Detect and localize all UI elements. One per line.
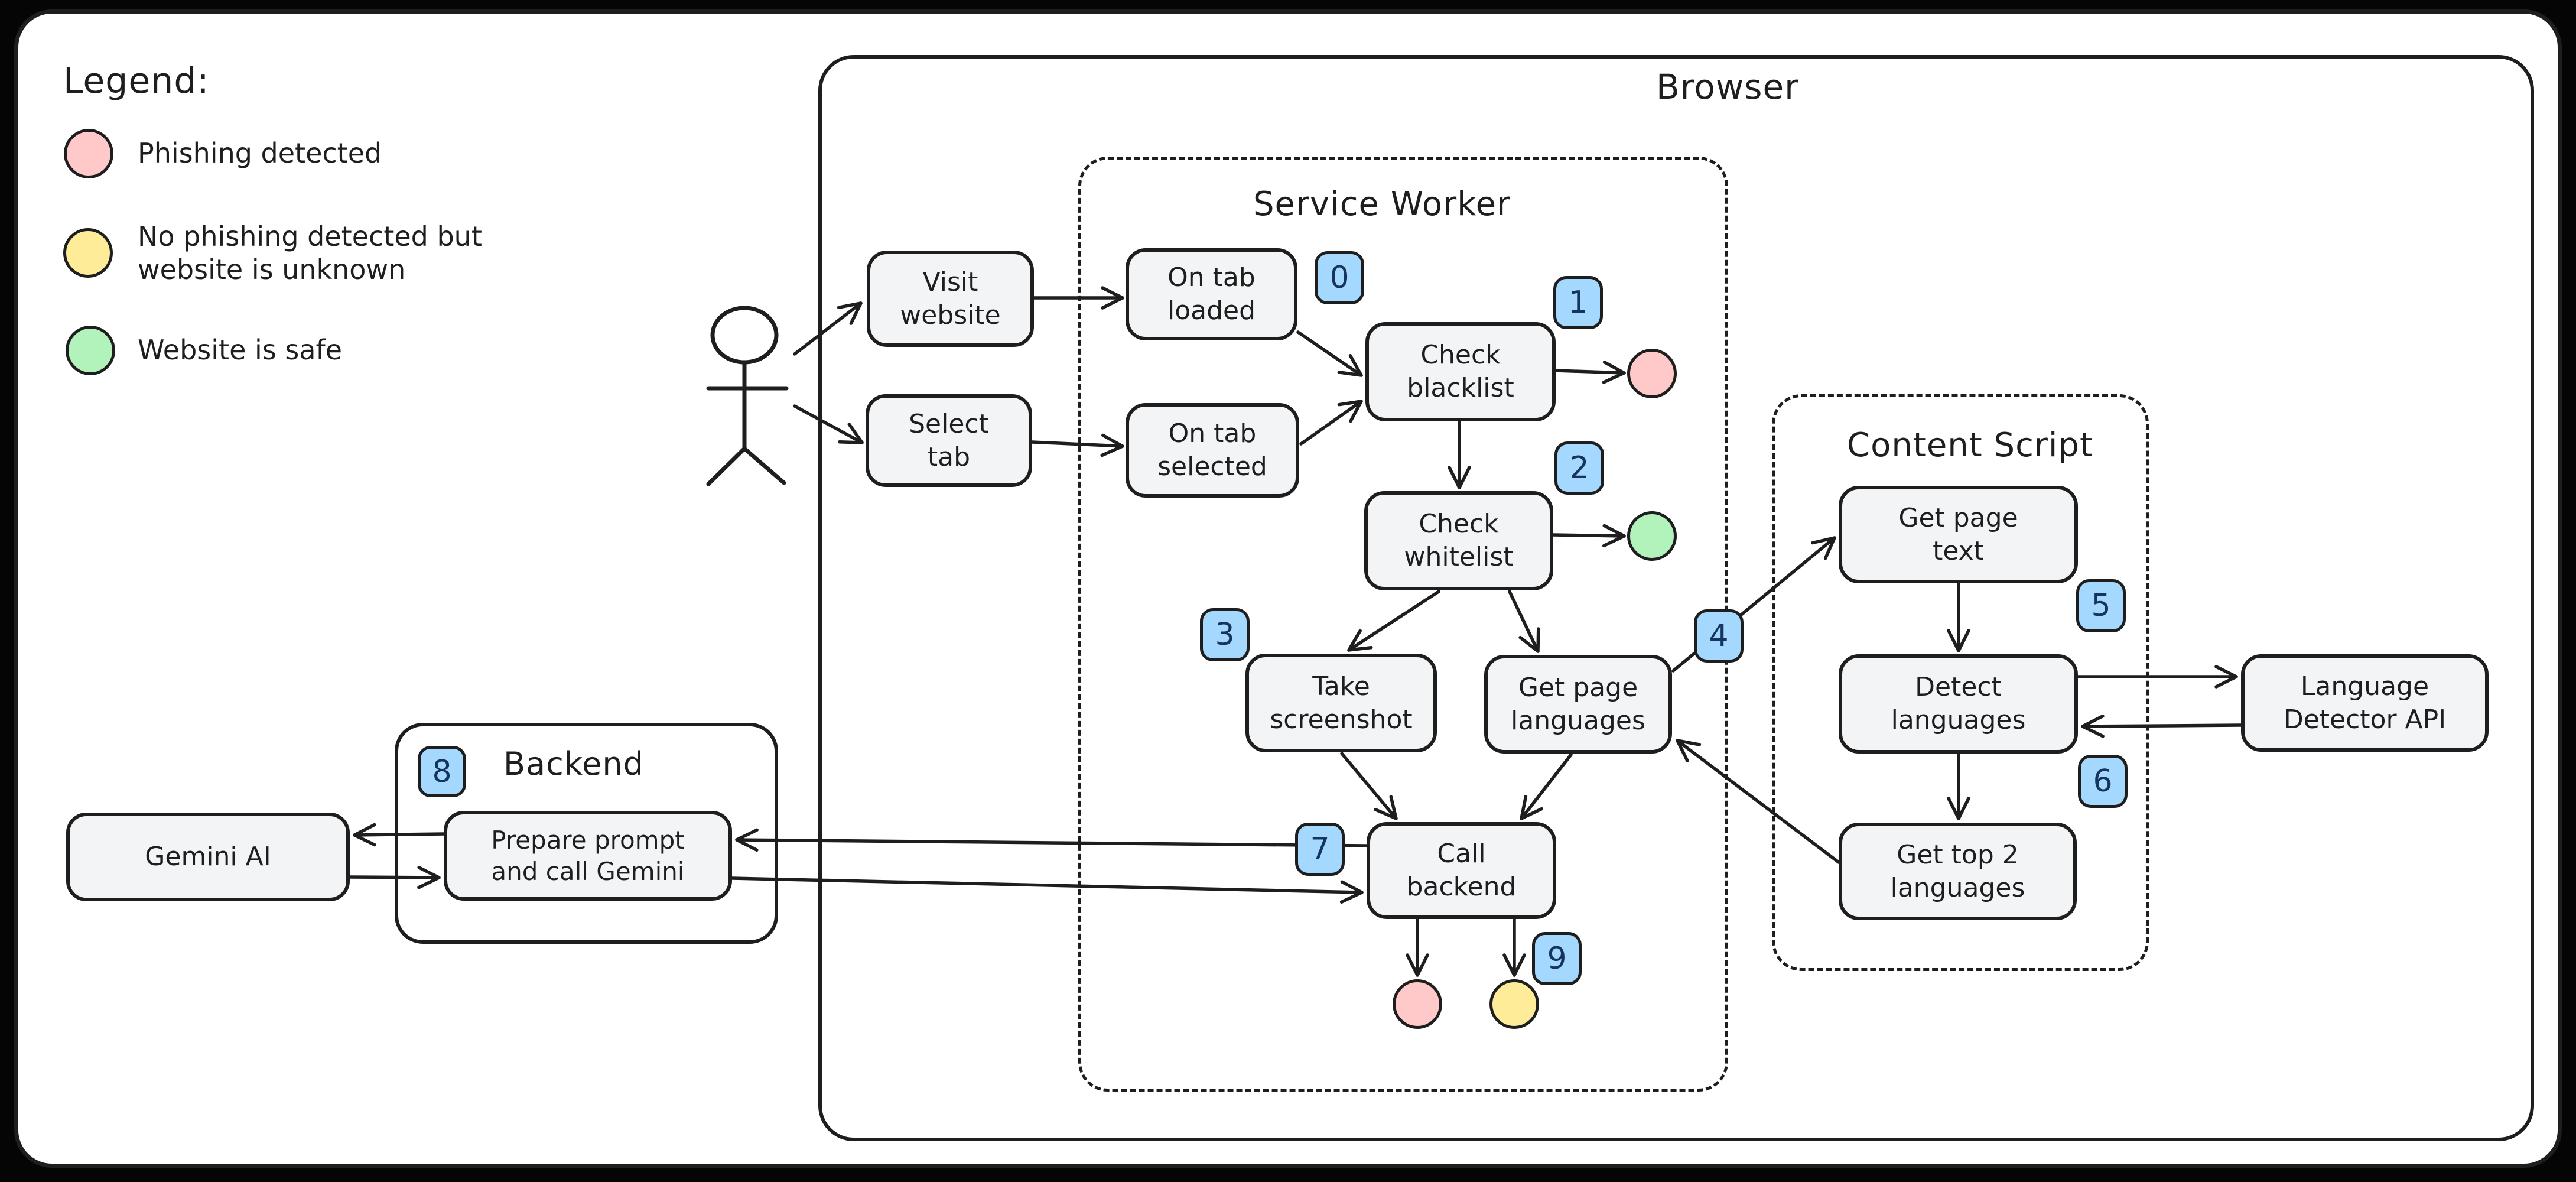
node-check-blacklist: Check blacklist — [1365, 322, 1556, 421]
status-circle-backend-phishing — [1393, 979, 1442, 1029]
step-badge-1: 1 — [1553, 276, 1603, 329]
legend-phishing-label: Phishing detected — [138, 137, 382, 169]
legend-phishing-circle — [64, 129, 113, 178]
node-get-page-languages: Get page languages — [1484, 655, 1672, 754]
container-browser-title: Browser — [1656, 67, 1800, 107]
status-circle-whitelist-safe — [1627, 511, 1677, 561]
container-content-script — [1772, 394, 2149, 971]
status-circle-blacklist-phishing — [1627, 349, 1677, 398]
node-take-screenshot: Take screenshot — [1245, 654, 1437, 752]
container-backend-title: Backend — [503, 745, 644, 782]
legend-unknown-label: No phishing detected but website is unkn… — [138, 220, 482, 285]
step-badge-4: 4 — [1694, 609, 1744, 663]
node-prepare-prompt: Prepare prompt and call Gemini — [444, 811, 732, 901]
node-call-backend: Call backend — [1367, 822, 1556, 919]
step-badge-6: 6 — [2078, 755, 2128, 808]
node-select-tab: Select tab — [866, 394, 1032, 487]
step-badge-5: 5 — [2076, 579, 2126, 632]
step-badge-7: 7 — [1295, 823, 1345, 876]
legend-unknown-circle — [63, 228, 113, 278]
node-on-tab-selected: On tab selected — [1126, 403, 1299, 498]
node-get-top-2-languages: Get top 2 languages — [1839, 823, 2077, 920]
node-gemini-ai: Gemini AI — [66, 813, 350, 901]
node-language-detector-api: Language Detector API — [2241, 654, 2489, 752]
status-circle-backend-unknown — [1489, 979, 1539, 1029]
legend-safe-label: Website is safe — [138, 334, 343, 366]
step-badge-2: 2 — [1554, 441, 1604, 495]
node-visit-website: Visit website — [867, 251, 1034, 347]
node-get-page-text: Get page text — [1839, 486, 2078, 583]
actor-user — [706, 306, 789, 486]
step-badge-9: 9 — [1532, 932, 1582, 985]
step-badge-8: 8 — [418, 746, 466, 797]
node-on-tab-loaded: On tab loaded — [1126, 248, 1297, 340]
canvas-frame: Legend: Phishing detected No phishing de… — [14, 9, 2562, 1168]
legend-title: Legend: — [63, 60, 210, 102]
step-badge-3: 3 — [1200, 608, 1250, 661]
node-detect-languages: Detect languages — [1839, 654, 2078, 754]
container-browser — [818, 55, 2534, 1141]
container-content-script-title: Content Script — [1847, 426, 2093, 465]
step-badge-0: 0 — [1315, 251, 1364, 304]
node-check-whitelist: Check whitelist — [1364, 491, 1553, 590]
container-service-worker-title: Service Worker — [1253, 185, 1511, 223]
legend-safe-circle — [66, 326, 115, 375]
